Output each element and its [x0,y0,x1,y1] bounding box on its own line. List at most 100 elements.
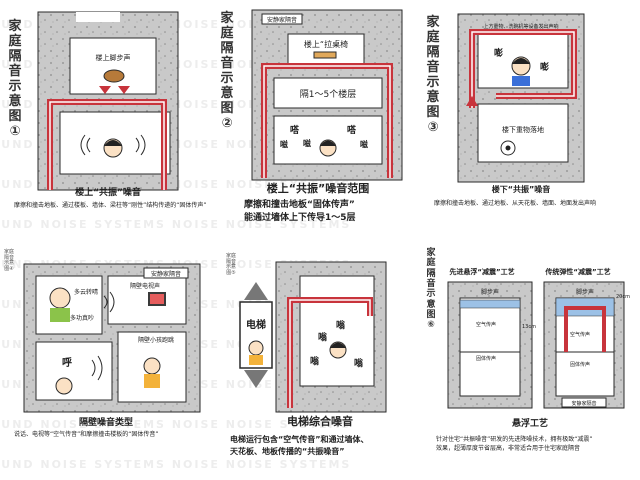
title-char: 意 [220,85,234,101]
title-char: 家 [426,15,440,30]
caption: 隔壁噪音类型 [79,416,133,428]
panel-3-description: 摩擦和撞击地板、通过地板、从天花板、墙面、地面发出声响 [434,200,597,207]
lower-room [477,103,569,163]
tv-screen [150,294,164,304]
floating-layer [459,299,521,309]
shaft-opening [76,12,120,22]
panel-1-title: 家 庭 隔 音 示 意 图 ① [8,19,22,140]
title-char: 图 [426,310,436,321]
caption: 悬浮工艺 [511,417,548,429]
sound-word: 嗞 [303,138,311,148]
right-lower-room [555,351,615,397]
sound-word: 嘭 [540,61,549,73]
left-lower-room [459,351,521,397]
title-char: ① [9,123,21,139]
sound-waves [103,291,115,313]
sound-word: 嗡 [318,331,328,343]
panel-6: 先进悬浮“减震”工艺 传统弹性“减震”工艺 脚步声 空气传声 固体传声 13cm… [447,267,630,429]
vibration-path-highlight [49,101,165,190]
panel-1: 楼上脚步声 楼上“共振”噪音 [37,11,179,198]
title-char: 庭 [8,33,22,49]
room-label: 多云转晴 [74,288,98,296]
panel-5-description-2: 天花板、地板传播的“共振噪音” [230,447,345,456]
title-char: 庭 [426,29,440,45]
upper-room [69,37,157,95]
footstep-label: 脚步声 [576,288,594,296]
apartment-room [299,275,375,387]
ball-pattern [505,145,511,151]
down-arrow [244,370,268,388]
footstep-label: 脚步声 [481,288,499,296]
title-char: 图 [220,100,234,116]
panel-5: 电梯 嗡 嗡 嗡 嗡 电梯综合噪音 [239,261,387,428]
sound-word: 嗒 [347,124,357,136]
down-arrow [118,86,130,94]
title-char: 庭 [426,258,436,269]
inner-label: 固体传声 [570,361,590,368]
person-icon [55,377,73,395]
brand-tag [143,267,189,279]
panel-2: 安静家隔音 楼上“拉桌椅 隔1～5个楼层 嗒 嗒 嗞 嗞 嗞 楼上“共振”噪音范… [251,9,403,195]
person-hair [320,140,336,146]
panel-4-title: 家庭隔音示意图④ [4,249,15,272]
upper-right-room [107,275,187,325]
title-char: 庭 [220,25,234,41]
title-char: 音 [426,59,440,75]
sound-word: 嗞 [360,139,368,149]
brand-tag-text: 安静家隔音 [571,400,596,407]
top-note: 上方重物、洗碗机等设备发出声响 [483,23,558,30]
child-icon [143,357,161,375]
title-char: 意 [426,299,436,310]
room-label: 隔壁电视声 [130,282,160,290]
person-hair [512,58,530,64]
title-char: 隔 [220,40,234,56]
person-hair [104,140,122,146]
up-arrow [244,282,268,300]
shout-word: 呼 [62,356,72,369]
lower-label: 楼下重物落地 [502,125,544,134]
chair-icon [313,51,337,59]
title-char: 音 [426,279,436,290]
room-label: 多功真吵 [70,314,94,322]
person-body [512,76,530,86]
title-char: 示 [426,289,436,300]
vibration-path [564,306,606,352]
right-title: 传统弹性“减震”工艺 [544,267,610,276]
title-char: 隔 [426,268,436,279]
title-char: ⑥ [427,320,435,331]
title-char: 家 [8,19,22,34]
floors-label: 隔1～5个楼层 [300,88,356,100]
panel-2-description-1: 摩擦和撞击地板“固体传声” [244,200,355,210]
upper-label: 楼上脚步声 [96,53,131,62]
sound-word: 嗡 [310,355,320,367]
inner-label: 空气传声 [476,321,496,328]
title-char: 隔 [426,44,440,60]
title-char: 家 [426,248,436,258]
sound-waves-left [80,134,91,156]
panel-5-title: 家庭隔音示意图⑤ [226,253,237,276]
title-char: 意 [426,89,440,105]
sound-word: 嗞 [280,139,288,149]
panel-4: 安静家隔音 多云转晴 多功真吵 隔壁电视声 隔壁小孩跑跳 呼 隔壁噪音类型 [23,263,201,428]
caption: 电梯综合噪音 [287,414,353,428]
panel-6-description-1: 针对住宅“共振噪音”研发的先进降噪技术，拥有极致“减震” [436,436,593,443]
title-char: 图 [8,108,22,124]
sound-word: 嗡 [336,319,346,331]
panel-3-title: 家 庭 隔 音 示 意 图 ③ [426,15,440,136]
sound-word: 嗡 [354,357,364,369]
upper-label: 楼上“拉桌椅 [304,39,348,49]
title-char: 隔 [8,48,22,64]
caption: 楼下“共振”噪音 [492,184,551,194]
sound-word: 嘭 [494,47,503,59]
child-body [144,374,160,388]
panel-2-description-2: 能通过墙体上下传导1～5层 [244,213,356,223]
title-char: 示 [8,78,22,94]
title-char: ② [221,115,233,131]
vibration-path-highlight [471,31,575,108]
upper-room [287,33,365,65]
upper-left-room [35,275,103,335]
up-arrow [466,96,478,106]
sound-waves-right [135,134,146,156]
left-title: 先进悬浮“减震”工艺 [449,267,514,276]
